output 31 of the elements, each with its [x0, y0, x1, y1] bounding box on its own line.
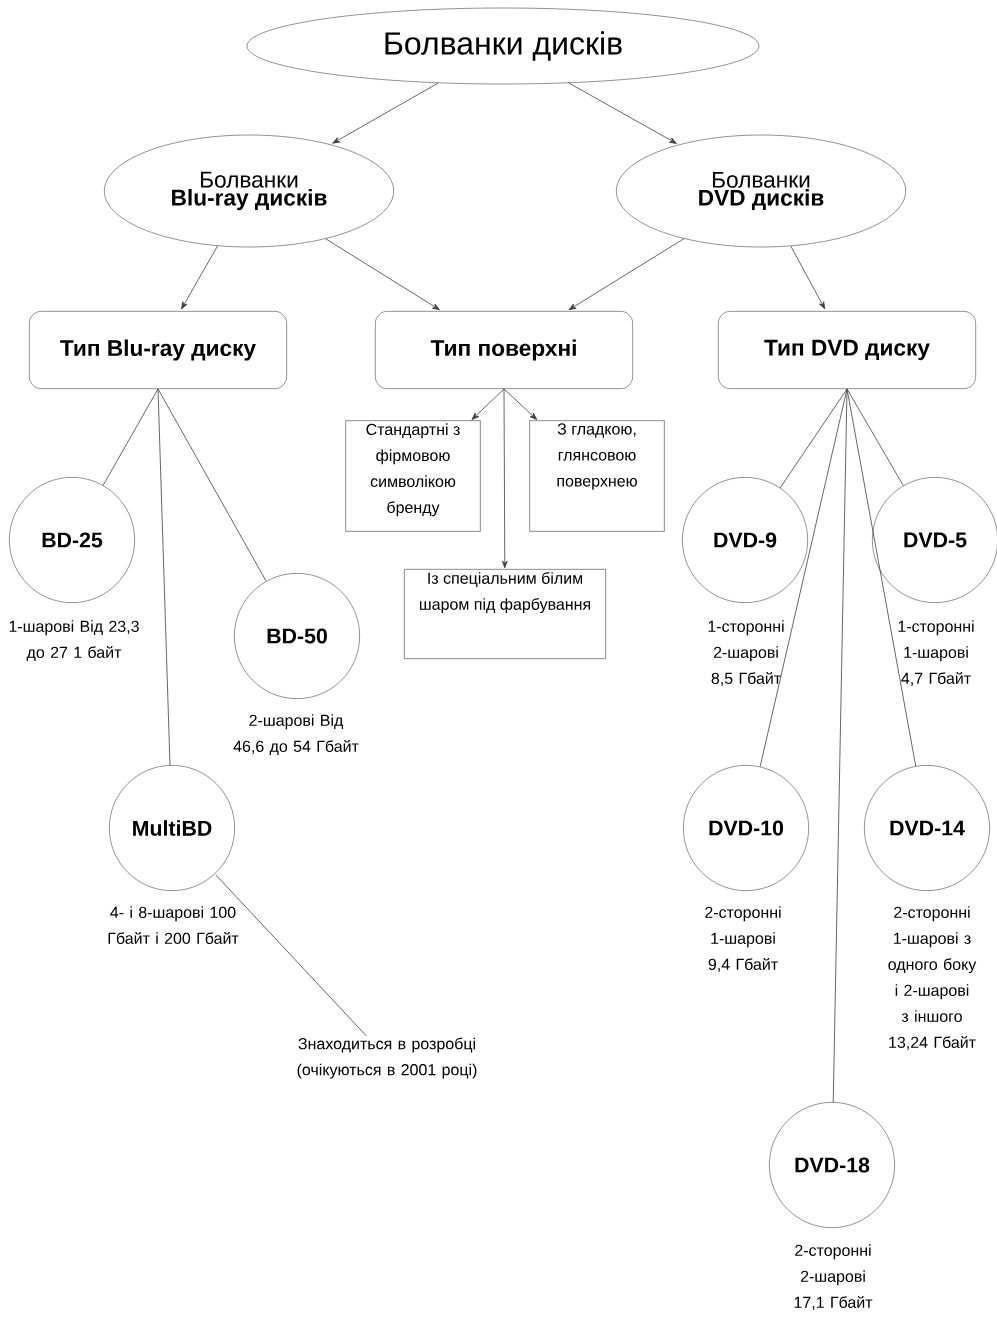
disc-caption: 1-шарові Від 23,3 до 27 1 байт: [9, 620, 139, 662]
connector-line: [832, 388, 848, 1103]
note-text: Знаходиться в розробці (очікуються в 2001 році): [297, 1037, 477, 1079]
disc-caption: 1-сторонні 1-шарові 4,7 Гбайт: [898, 620, 974, 686]
connector-line: [846, 388, 904, 487]
surface-box: З гладкою, глянсовою поверхнею: [529, 420, 665, 532]
type-box: Тип DVD диску: [718, 311, 976, 389]
disc-caption: 2-сторонні 1-шарові 9,4 Гбайт: [705, 906, 781, 972]
disc-caption: 2-сторонні 1-шарові з одного боку і 2-шарові з іншого 13,24 Гбайт: [888, 906, 977, 1050]
arrow: [501, 388, 508, 569]
surface-box: Стандартні з фірмовою символікою бренду: [345, 420, 481, 532]
surface-box: Із спеціальним білим шаром під фарбування: [404, 569, 606, 659]
connector-line: [102, 388, 159, 486]
arrow: [790, 245, 826, 310]
type-box: Тип поверхні: [375, 311, 633, 389]
leader-line: [215, 874, 367, 1037]
arrow: [181, 245, 218, 310]
arrow: [332, 82, 439, 144]
arrow: [471, 388, 505, 420]
connector-line: [779, 388, 848, 489]
arrow: [568, 82, 677, 144]
arrow: [568, 238, 685, 311]
type-box: Тип Blu-ray диску: [29, 311, 287, 389]
connector-line: [157, 388, 267, 582]
arrow: [325, 238, 440, 311]
connector-line: [157, 388, 171, 766]
arrow: [503, 388, 538, 420]
disc-caption: 2-шарові Від 46,6 до 54 Гбайт: [233, 714, 359, 756]
disc-caption: 2-сторонні 2-шарові 17,1 Гбайт: [794, 1244, 873, 1310]
disc-caption: 1-сторонні 2-шарові 8,5 Гбайт: [708, 620, 784, 686]
disc-caption: 4- і 8-шарові 100 Гбайт і 200 Гбайт: [108, 906, 239, 944]
